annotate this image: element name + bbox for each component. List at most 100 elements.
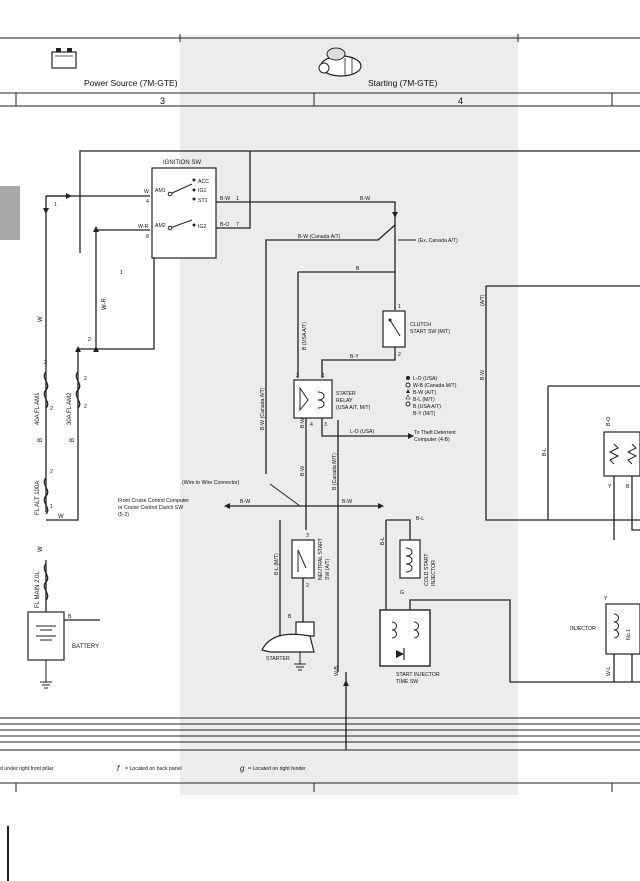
conn-num-1: 1 (54, 202, 57, 208)
starter-label: STARTER (266, 656, 290, 662)
starter-motor-icon (318, 47, 362, 77)
wire-label-bw-canada-v: B-W (Canada A/T) (260, 387, 266, 430)
wire-label-b-usa-at: B (USA A/T) (302, 322, 308, 350)
wire-label-b-canada-mt: B (Canada M/T) (332, 453, 338, 490)
timer-label-2: TIME SW (396, 679, 418, 685)
wire-label-lo-usa: L-O (USA) (350, 429, 374, 435)
cruise-label-1: From Cruise Control Computer (118, 498, 189, 504)
wire-top-loop (79, 150, 640, 253)
neutral-label-1: NEUTRAL START (318, 537, 324, 580)
wire-label-w-2: W (38, 546, 44, 552)
wire-label-g: G (400, 590, 404, 596)
shaded-band (180, 35, 518, 795)
ignition-switch-box (151, 167, 217, 259)
footer-g-note: = Located on right fender (248, 766, 306, 772)
legend-2: W-B (Canada M/T) (413, 383, 457, 389)
wire-lo-usa (321, 418, 408, 437)
ignition-contacts (167, 178, 196, 231)
neutral-pin-2: 2 (306, 583, 309, 589)
wire-label-wl: W-L (606, 666, 612, 676)
svg-text:2: 2 (84, 404, 87, 410)
clutch-pin-1: 1 (398, 304, 401, 310)
wire-label-b-1: B (38, 438, 44, 442)
cruise-label-2: or Cruise Control Clutch SW (118, 505, 183, 511)
svg-text:1: 1 (50, 504, 53, 510)
wire-label-bw-top: B-W (360, 196, 370, 202)
start-injector-time-switch (379, 609, 431, 667)
leader-connector (269, 483, 301, 507)
conn-num-3: 2 (88, 337, 91, 343)
wire-label-at: (A/T) (480, 294, 486, 306)
fuse-alt-label: FL ALT 100A (35, 481, 41, 515)
wire-label-bo-right: B-O (606, 417, 612, 426)
theft-label-2: Computer (4-B) (414, 437, 450, 443)
wire-by (321, 346, 396, 378)
wire-label-b-starter: B (288, 614, 292, 620)
theft-label-1: To Theft Deterrent (414, 430, 456, 436)
relay-pin-3: 3 (324, 422, 327, 428)
injector-label: INJECTOR (570, 626, 596, 632)
ignition-ig1: IG1 (198, 188, 206, 194)
wire-label-b-battery: B (68, 614, 72, 620)
legend-5: B (USA A/T) (413, 404, 441, 410)
ignition-st1: ST1 (198, 198, 208, 204)
wire-label-wb: W-B (334, 665, 340, 676)
left-power-rail (43, 193, 155, 612)
wire-bw-canada (265, 224, 396, 474)
wire-right-at (485, 286, 640, 521)
neutral-start-switch (291, 539, 315, 579)
fuse-am1-label: 40A FL AM1 (35, 392, 41, 425)
fusible-link-alt: 2 1 (43, 469, 53, 515)
ignition-in-w: W (144, 189, 149, 195)
clutch-start-switch (382, 310, 406, 348)
clutch-label-2: START SW (M/T) (410, 329, 450, 335)
battery-icon (51, 48, 77, 69)
wire-bl-top (386, 519, 411, 540)
injector-no1: No.1 (626, 629, 632, 640)
wire-label-b-2: B (70, 438, 76, 442)
ignition-pin-4: 4 (146, 199, 149, 205)
fusible-link-am2: 2 2 (75, 371, 87, 410)
wire-label-w-3: W (58, 514, 64, 520)
neutral-label-2: SW (A/T) (325, 558, 331, 580)
stater-label-3: (USA A/T, M/T) (336, 405, 371, 411)
wire-label-by: B-Y (350, 354, 359, 360)
page-edge-block (0, 186, 20, 240)
ignition-am2: AM2 (155, 223, 166, 229)
ignition-out-bo-pin: 7 (236, 222, 239, 228)
wire-injector (613, 654, 633, 682)
cold-label-1: COLD START (424, 553, 430, 586)
battery-label: BATTERY (72, 644, 99, 650)
ignition-am1: AM1 (155, 188, 166, 194)
conn-num-2: 1 (120, 270, 123, 276)
stater-label-1: STATER (336, 391, 356, 397)
fuse-am2-label: 30A FL AM2 (67, 392, 73, 425)
clutch-label-1: CLUTCH (410, 322, 431, 328)
wire-right-4 (613, 476, 640, 540)
relay-pin-4: 4 (310, 422, 313, 428)
cold-label-2: INJECTOR (431, 560, 437, 586)
ignition-in-wr: W-R (138, 224, 149, 230)
wire-label-bl-mt: B-L (M/T) (274, 553, 280, 575)
footer-left-note: d under right front pillar (0, 766, 54, 772)
wire-label-y-right: Y (608, 484, 612, 490)
wire-label-b-right: B (626, 484, 630, 490)
header-right-title: Starting (7M-GTE) (368, 78, 438, 88)
grid-column-3: 3 (160, 96, 165, 106)
wire-label-bl-right: B-L (542, 448, 548, 456)
resistor-block (603, 431, 640, 477)
ignition-ig2: IG2 (198, 224, 206, 230)
legend-1: L-O (USA) (413, 376, 437, 382)
injector-no1 (605, 603, 640, 655)
header-left-title: Power Source (7M-GTE) (84, 78, 178, 88)
wire-label-w-1: W (38, 316, 44, 322)
wire-label-bw-cruise: B-W (240, 499, 250, 505)
neutral-pin-3: 3 (306, 533, 309, 539)
wire-label-bw-relay: B-W (300, 466, 306, 476)
svg-text:2: 2 (44, 360, 47, 366)
legend-4: B-L (M/T) (413, 397, 435, 403)
wire-label-ex-canada: (Ex. Canada A/T) (418, 238, 458, 244)
footer-g-symbol: g (240, 764, 245, 773)
ignition-out-bo: B-O (220, 222, 229, 228)
